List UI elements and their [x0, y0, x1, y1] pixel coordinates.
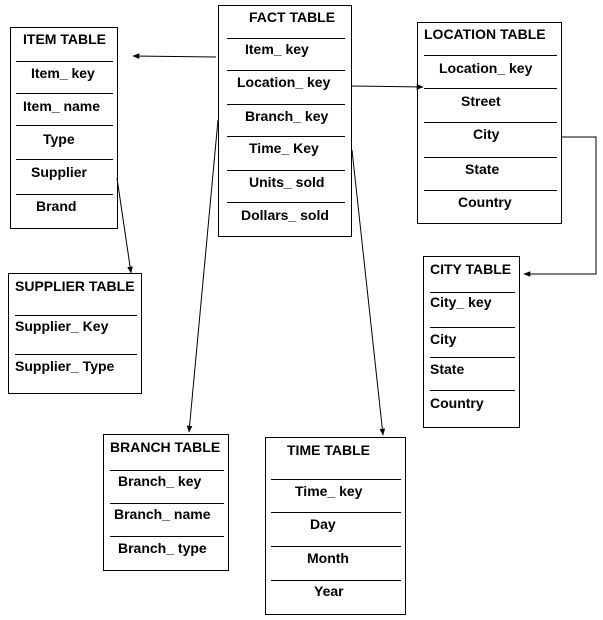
branch-field-branch-name: Branch_ name: [114, 506, 211, 522]
arrow-fact-to-item: [132, 53, 217, 59]
fact-table: FACT TABLE Item_ key Location_ key Branc…: [218, 5, 352, 237]
branch-field-branch-type: Branch_ type: [118, 540, 207, 556]
city-table-title: CITY TABLE: [430, 261, 512, 277]
branch-table-divider: [110, 536, 224, 537]
city-table-divider: [430, 292, 515, 293]
supplier-table-title: SUPPLIER TABLE: [15, 278, 135, 294]
time-table: TIME TABLE Time_ key Day Month Year: [265, 437, 406, 615]
city-field-city-key: City_ key: [430, 294, 492, 310]
fact-field-units-sold: Units_ sold: [249, 174, 325, 190]
location-field-street: Street: [461, 93, 501, 109]
city-field-city: City: [430, 331, 457, 347]
location-field-country: Country: [458, 194, 512, 210]
item-table-divider: [16, 93, 113, 94]
item-table-divider: [16, 125, 113, 126]
branch-table: BRANCH TABLE Branch_ key Branch_ name Br…: [103, 434, 229, 571]
location-table-divider: [424, 157, 557, 158]
supplier-table-divider: [15, 315, 137, 316]
branch-table-divider: [110, 503, 224, 504]
location-table-divider: [424, 55, 557, 56]
location-table: LOCATION TABLE Location_ key Street City…: [417, 22, 562, 224]
item-table-divider: [16, 159, 113, 160]
time-field-time-key: Time_ key: [295, 483, 363, 499]
city-table-divider: [430, 327, 515, 328]
time-field-day: Day: [310, 516, 336, 532]
location-table-divider: [424, 88, 557, 89]
arrow-fact-to-time: [351, 149, 386, 436]
item-field-type: Type: [43, 131, 75, 147]
item-table-divider: [16, 61, 113, 62]
fact-table-divider: [227, 170, 345, 171]
city-field-country: Country: [430, 395, 484, 411]
location-table-divider: [424, 122, 557, 123]
branch-table-title: BRANCH TABLE: [110, 439, 221, 455]
supplier-field-supplier-key: Supplier_ Key: [15, 318, 109, 334]
time-table-divider: [271, 479, 401, 480]
location-table-title: LOCATION TABLE: [424, 26, 546, 42]
fact-table-divider: [227, 38, 345, 39]
location-field-location-key: Location_ key: [439, 60, 533, 76]
item-table: ITEM TABLE Item_ key Item_ name Type Sup…: [10, 27, 118, 229]
item-table-title: ITEM TABLE: [23, 31, 106, 47]
fact-table-divider: [227, 104, 345, 105]
fact-table-title: FACT TABLE: [249, 9, 336, 25]
item-field-brand: Brand: [36, 198, 77, 214]
time-field-year: Year: [314, 583, 344, 599]
item-field-item-name: Item_ name: [23, 98, 101, 114]
time-table-divider: [271, 546, 401, 547]
arrow-fact-to-branch: [186, 119, 219, 433]
city-table-divider: [430, 357, 515, 358]
branch-table-divider: [110, 470, 224, 471]
arrow-fact-to-location: [351, 84, 424, 90]
fact-field-item-key: Item_ key: [245, 41, 309, 57]
branch-field-branch-key: Branch_ key: [118, 473, 202, 489]
fact-table-divider: [227, 202, 345, 203]
location-field-city: City: [473, 126, 500, 142]
fact-table-divider: [227, 70, 345, 71]
supplier-table: SUPPLIER TABLE Supplier_ Key Supplier_ T…: [8, 273, 142, 394]
arrow-item-to-supplier: [116, 177, 133, 274]
time-table-title: TIME TABLE: [287, 442, 370, 458]
item-field-item-key: Item_ key: [31, 65, 95, 81]
fact-field-dollars-sold: Dollars_ sold: [241, 207, 329, 223]
fact-field-branch-key: Branch_ key: [245, 108, 329, 124]
supplier-table-divider: [15, 354, 137, 355]
time-field-month: Month: [307, 550, 349, 566]
city-field-state: State: [430, 361, 465, 377]
city-table: CITY TABLE City_ key City State Country: [423, 256, 520, 428]
fact-field-time-key: Time_ Key: [249, 140, 319, 156]
city-table-divider: [430, 390, 515, 391]
location-table-divider: [424, 190, 557, 191]
supplier-field-supplier-type: Supplier_ Type: [15, 358, 115, 374]
fact-field-location-key: Location_ key: [237, 74, 331, 90]
item-field-supplier: Supplier: [31, 164, 88, 180]
fact-table-divider: [227, 136, 345, 137]
time-table-divider: [271, 512, 401, 513]
time-table-divider: [271, 580, 401, 581]
location-field-state: State: [465, 161, 500, 177]
item-table-divider: [16, 194, 113, 195]
